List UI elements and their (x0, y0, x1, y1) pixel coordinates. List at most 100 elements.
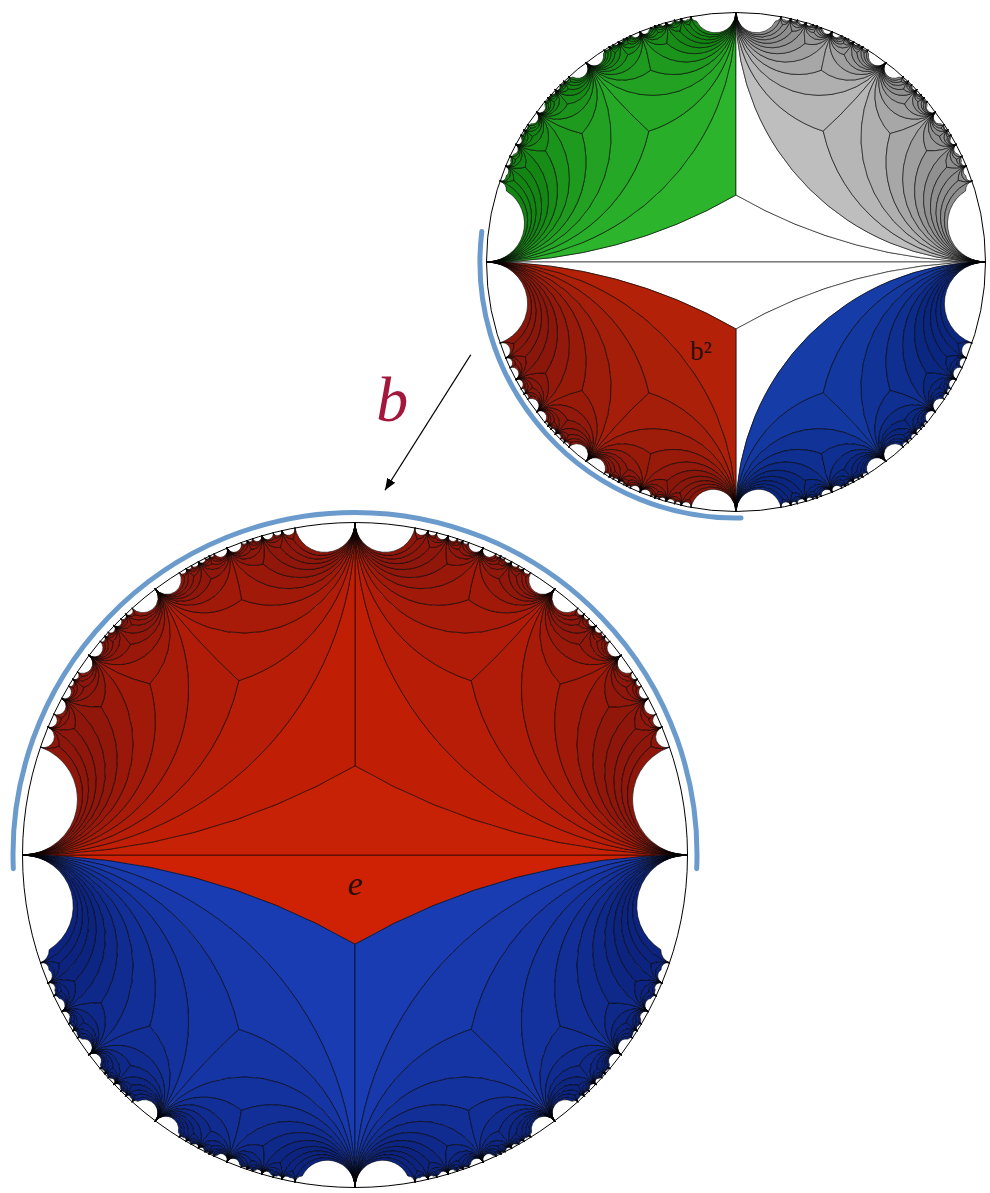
fundamental-domain (262, 1170, 273, 1177)
fundamental-domain (22, 655, 133, 855)
fundamental-domain (503, 1146, 511, 1152)
fundamental-domain (940, 130, 957, 146)
fundamental-domain (681, 12, 736, 40)
fundamental-domain (198, 1131, 228, 1162)
fundamental-domain (650, 26, 655, 31)
fundamental-domain (227, 1105, 355, 1188)
fundamental-domain (89, 625, 120, 659)
fundamental-domain (511, 561, 524, 571)
fundamental-domain (857, 47, 886, 69)
fundamental-domain (22, 589, 189, 855)
fundamental-domain (355, 522, 417, 555)
fundamental-domain (282, 527, 295, 538)
fundamental-domain (262, 532, 275, 540)
fundamental-domain (831, 31, 845, 44)
fundamental-domain (125, 1090, 159, 1121)
fundamental-domain (22, 855, 189, 1121)
fundamental-domain (448, 1167, 458, 1175)
fundamental-domain (262, 530, 283, 547)
fundamental-domain (586, 31, 651, 80)
fundamental-domain (858, 44, 863, 48)
fundamental-domain (480, 1105, 555, 1163)
fundamental-domain (689, 487, 736, 512)
fundamental-domain (548, 425, 557, 434)
fundamental-domain (806, 22, 817, 30)
fundamental-domain (499, 1109, 555, 1149)
fundamental-domain (627, 746, 688, 855)
fundamental-domain (227, 1121, 355, 1188)
fundamental-domain (817, 26, 822, 29)
fundamental-domain (186, 561, 199, 571)
fundamental-domain (262, 522, 355, 577)
fundamental-domain (582, 614, 596, 628)
fundamental-domain (883, 62, 908, 85)
fundamental-domain (427, 1162, 448, 1179)
fundamental-domain (198, 1146, 209, 1155)
fundamental-domain (536, 405, 593, 462)
fundamental-domain (509, 1111, 555, 1149)
fundamental-domain (611, 1009, 649, 1055)
fundamental-domain (790, 493, 806, 506)
fundamental-domain (524, 112, 541, 132)
fundamental-domain (125, 589, 159, 620)
fundamental-domain (586, 429, 736, 512)
fundamental-domain (847, 39, 853, 43)
fundamental-domain (651, 727, 670, 749)
fundamental-domain (689, 12, 736, 37)
fundamental-domain (22, 855, 105, 1012)
fundamental-domain (355, 522, 688, 855)
fundamental-domain (415, 1171, 428, 1182)
fundamental-domain (616, 655, 638, 681)
fundamental-domain (545, 589, 621, 665)
fundamental-domain (568, 62, 588, 83)
fundamental-domain (577, 655, 688, 855)
fundamental-domain (415, 527, 428, 538)
fundamental-domain (781, 16, 791, 25)
fundamental-domain (214, 548, 228, 559)
fundamental-domain (22, 855, 83, 964)
fundamental-domain (551, 1090, 585, 1121)
fundamental-domain (915, 262, 986, 380)
fundamental-domain (191, 1143, 199, 1149)
fundamental-domain (817, 488, 833, 499)
fundamental-domain (791, 18, 806, 28)
fundamental-domain (883, 434, 909, 462)
fundamental-domain (247, 535, 262, 545)
fundamental-domain (521, 130, 526, 136)
fundamental-domain (132, 1097, 158, 1121)
fundamental-domain (486, 180, 531, 262)
fundamental-domain (640, 22, 668, 45)
fundamental-domain (529, 1116, 555, 1138)
fundamental-domain (908, 81, 912, 85)
fundamental-domain (959, 156, 966, 166)
fundamental-domain (666, 496, 681, 506)
fundamental-domain (923, 98, 927, 102)
fundamental-domain (640, 486, 658, 498)
fundamental-domain (947, 135, 957, 145)
fundamental-domain (806, 22, 813, 27)
fundamental-domain (61, 679, 77, 699)
fundamental-domain (736, 12, 986, 262)
fundamental-domain (651, 962, 670, 984)
fundamental-domain (463, 540, 469, 546)
fundamental-domain (262, 1140, 355, 1188)
fundamental-domain (923, 101, 936, 113)
fundamental-domain (674, 18, 681, 22)
fundamental-domain (866, 50, 886, 67)
fundamental-domain (604, 47, 610, 52)
fundamental-domain (590, 625, 621, 659)
fundamental-domain (618, 39, 623, 43)
fundamental-domain (736, 12, 783, 37)
fundamental-domain (191, 1141, 199, 1149)
fundamental-domain (950, 144, 967, 166)
fundamental-domain (471, 855, 688, 1121)
fundamental-domain (205, 1151, 209, 1154)
fundamental-domain (586, 47, 615, 69)
fundamental-domain (521, 568, 554, 596)
fundamental-domain (486, 262, 542, 358)
fundamental-domain (486, 262, 586, 412)
fundamental-domain (295, 1158, 355, 1188)
fundamental-domain (844, 41, 886, 71)
fundamental-domain (282, 522, 355, 559)
fundamental-domain (736, 12, 781, 35)
